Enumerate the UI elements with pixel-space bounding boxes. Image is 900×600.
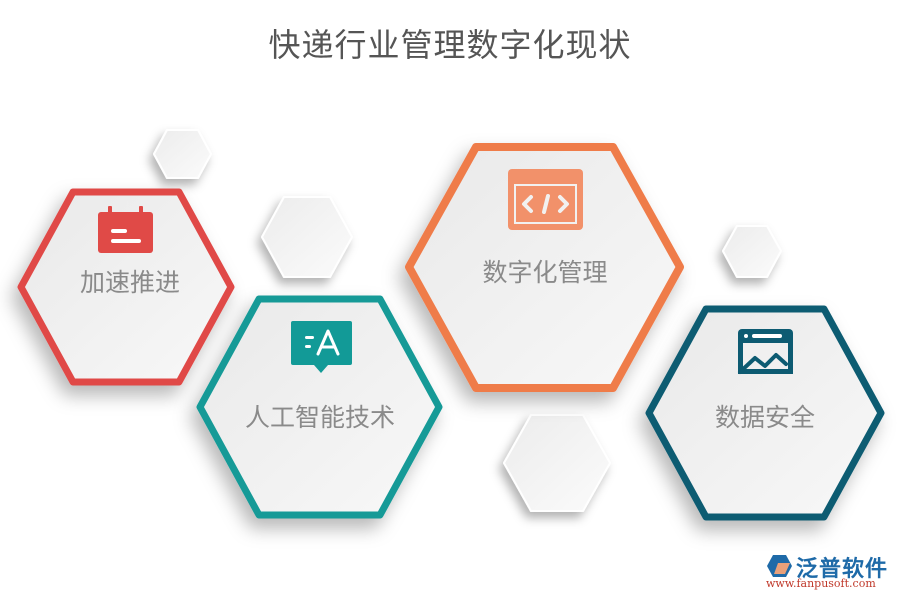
label-data-security: 数据安全 [714, 403, 815, 432]
hexagon-data-security [645, 305, 885, 521]
hexagon-accelerate [17, 188, 235, 386]
brand-logo: 泛普软件 www.fanpusoft.com [762, 551, 892, 591]
decorative-hexagon-3 [722, 225, 782, 278]
logo-url: www.fanpusoft.com [766, 577, 876, 590]
label-digital-management: 数字化管理 [482, 258, 608, 287]
logo-mark-icon [767, 555, 792, 577]
label-ai-technology: 人工智能技术 [244, 403, 395, 432]
label-accelerate: 加速推进 [79, 268, 180, 297]
decorative-hexagon-2 [261, 196, 353, 278]
page-title: 快递行业管理数字化现状 [268, 26, 632, 64]
translate-chat-icon [291, 321, 352, 373]
code-window-icon [508, 169, 583, 230]
decorative-hexagon-4 [503, 414, 611, 512]
calendar-icon [98, 206, 153, 253]
image-window-icon [738, 329, 793, 374]
hexagon-ai-technology [196, 295, 443, 519]
decorative-hexagon-1 [153, 129, 212, 179]
logo-name: 泛普软件 [796, 557, 889, 582]
hexagon-digital-management [405, 143, 684, 392]
